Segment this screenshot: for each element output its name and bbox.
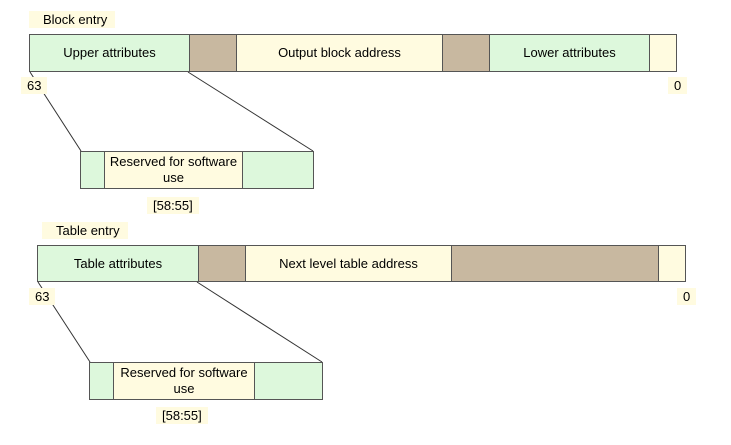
table-detail-upper — [90, 363, 113, 399]
table-detail-bits: [58:55] — [156, 407, 208, 424]
table-reserved-mid — [451, 246, 658, 281]
block-detail-upper — [81, 152, 104, 188]
block-upper-attributes: Upper attributes — [30, 35, 189, 71]
table-bit-high: 63 — [29, 288, 56, 305]
block-entry-bar: Upper attributes Output block address Lo… — [29, 34, 677, 72]
block-reserved-mid — [442, 35, 489, 71]
table-detail-lower — [254, 363, 322, 399]
block-detail-lower — [242, 152, 313, 188]
table-detail-reserved: Reserved for software use — [113, 363, 254, 399]
block-reserved-high — [189, 35, 236, 71]
table-bit-low: 0 — [677, 288, 697, 305]
block-bit-low: 0 — [668, 77, 688, 94]
table-low-bits — [658, 246, 685, 281]
block-detail-reserved: Reserved for software use — [104, 152, 242, 188]
table-entry-bar: Table attributes Next level table addres… — [37, 245, 686, 282]
table-attributes: Table attributes — [38, 246, 198, 281]
table-next-level-address: Next level table address — [245, 246, 451, 281]
block-low-bits — [649, 35, 676, 71]
table-connector-right — [196, 281, 323, 363]
block-entry-title: Block entry — [29, 11, 116, 28]
block-connector-right — [187, 71, 314, 152]
block-lower-attributes: Lower attributes — [489, 35, 649, 71]
block-detail-bits: [58:55] — [147, 197, 199, 214]
block-bit-high: 63 — [21, 77, 48, 94]
block-output-address: Output block address — [236, 35, 442, 71]
table-reserved-high — [198, 246, 245, 281]
block-detail-bar: Reserved for software use — [80, 151, 314, 189]
table-entry-title: Table entry — [42, 222, 128, 239]
table-detail-bar: Reserved for software use — [89, 362, 323, 400]
